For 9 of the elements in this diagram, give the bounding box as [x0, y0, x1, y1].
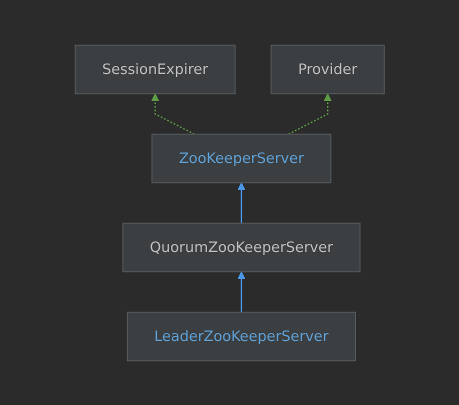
- arrow: [150, 92, 194, 134]
- arrow: [237, 182, 246, 223]
- arrow: [288, 92, 332, 134]
- node-box: SessionExpirer: [74, 44, 236, 94]
- node-box: QuorumZooKeeperServer: [122, 222, 360, 272]
- node-box: LeaderZooKeeperServer: [126, 311, 356, 361]
- node-box: Provider: [270, 44, 384, 94]
- node-box: ZooKeeperServer: [151, 133, 332, 183]
- arrow: [237, 270, 246, 312]
